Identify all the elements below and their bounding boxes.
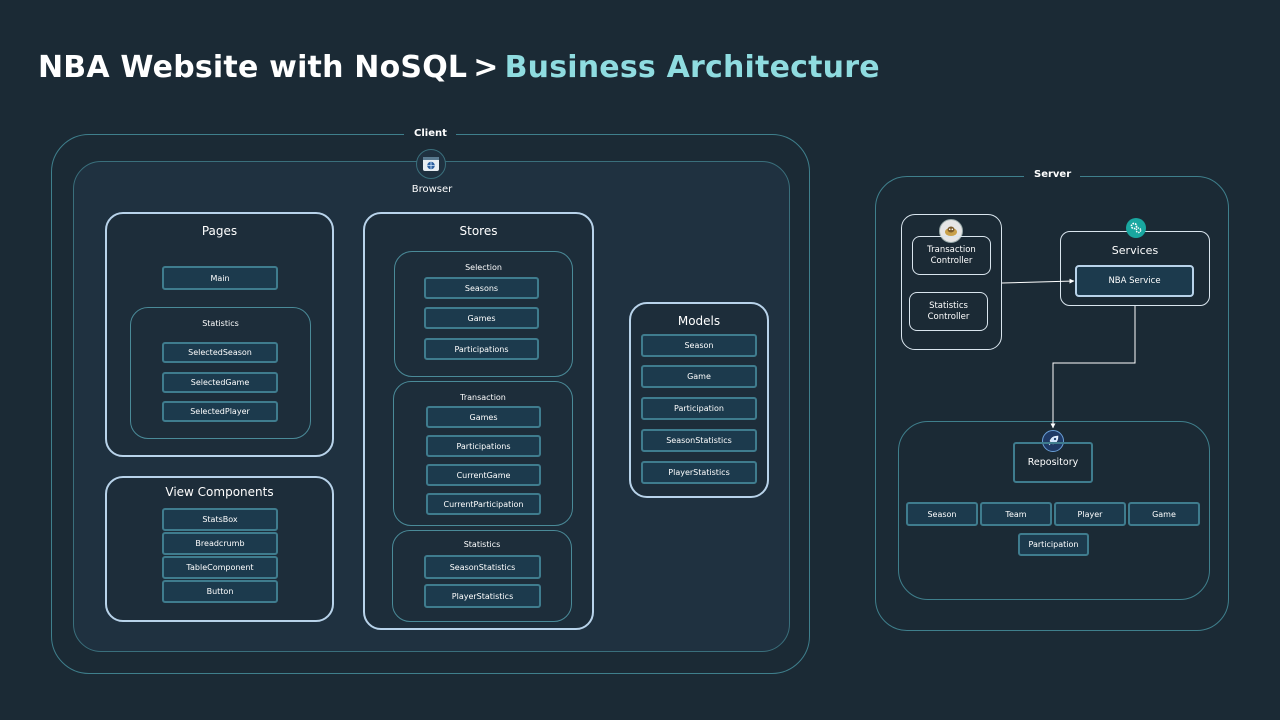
store-transaction-current-participation: CurrentParticipation xyxy=(426,493,541,515)
repository-box: Repository xyxy=(1013,442,1093,483)
page-main: Main xyxy=(162,266,278,290)
controller-icon xyxy=(939,219,963,243)
store-selection-participations: Participations xyxy=(424,338,539,360)
server-label: Server xyxy=(1024,168,1080,182)
page-selected-player: SelectedPlayer xyxy=(162,401,278,422)
repository-game: Game xyxy=(1128,502,1200,526)
model-participation: Participation xyxy=(641,397,757,420)
repository-participation: Participation xyxy=(1018,533,1089,556)
stores-transaction-title: Transaction xyxy=(460,393,506,402)
store-selection-games: Games xyxy=(424,307,539,329)
store-statistics-player: PlayerStatistics xyxy=(424,584,541,608)
page-title: NBA Website with NoSQL>Business Architec… xyxy=(38,50,880,85)
model-player-statistics: PlayerStatistics xyxy=(641,461,757,484)
model-season: Season xyxy=(641,334,757,357)
statistics-controller: Statistics Controller xyxy=(909,292,988,331)
models-title: Models xyxy=(677,314,721,328)
view-component-breadcrumb: Breadcrumb xyxy=(162,532,278,555)
view-component-table: TableComponent xyxy=(162,556,278,579)
view-components-title: View Components xyxy=(165,485,274,499)
repository-player: Player xyxy=(1054,502,1126,526)
repository-season: Season xyxy=(906,502,978,526)
nba-service: NBA Service xyxy=(1075,265,1194,297)
store-statistics-season: SeasonStatistics xyxy=(424,555,541,579)
current-page: Business Architecture xyxy=(504,50,880,85)
services-title: Services xyxy=(1111,244,1159,257)
store-transaction-games: Games xyxy=(426,406,541,428)
page-selected-season: SelectedSeason xyxy=(162,342,278,363)
gear-icon xyxy=(1126,218,1146,238)
stores-statistics-title: Statistics xyxy=(463,540,501,549)
repository-team: Team xyxy=(980,502,1052,526)
model-game: Game xyxy=(641,365,757,388)
breadcrumb: NBA Website with NoSQL xyxy=(38,50,468,85)
client-label: Client xyxy=(404,127,456,141)
pages-title: Pages xyxy=(201,224,238,238)
browser-label: Browser xyxy=(411,184,453,195)
stores-title: Stores xyxy=(459,224,498,238)
view-component-button: Button xyxy=(162,580,278,603)
pages-statistics-title: Statistics xyxy=(202,319,239,328)
rocket-icon xyxy=(1042,430,1064,452)
store-selection-seasons: Seasons xyxy=(424,277,539,299)
view-component-statsbox: StatsBox xyxy=(162,508,278,531)
store-transaction-current-game: CurrentGame xyxy=(426,464,541,486)
browser-icon xyxy=(416,149,446,179)
page-selected-game: SelectedGame xyxy=(162,372,278,393)
model-season-statistics: SeasonStatistics xyxy=(641,429,757,452)
store-transaction-participations: Participations xyxy=(426,435,541,457)
transaction-controller: Transaction Controller xyxy=(912,236,991,275)
breadcrumb-separator: > xyxy=(473,50,499,85)
controllers-group xyxy=(901,214,1002,350)
stores-selection-title: Selection xyxy=(465,263,502,272)
